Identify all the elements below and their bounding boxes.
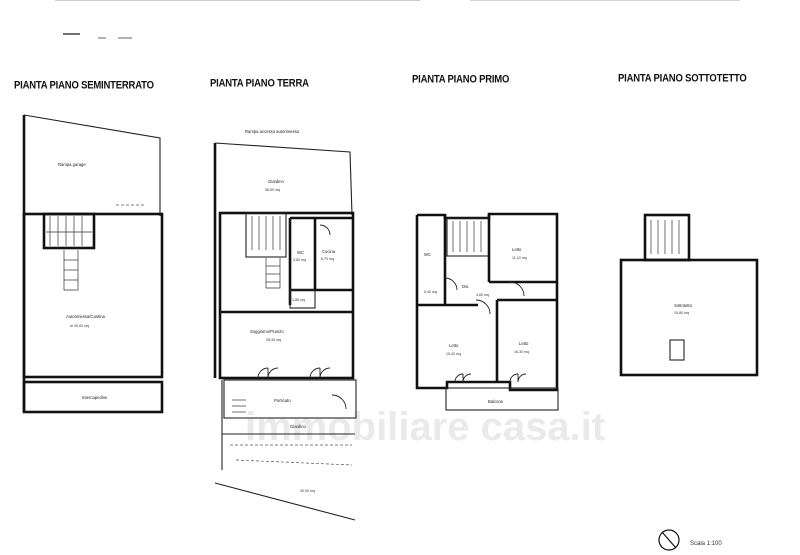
- plan-attic: Sottotetto 15,80 mq: [619, 213, 759, 377]
- watermark: immobiliare casa.it: [245, 405, 605, 449]
- room-label: WC: [297, 250, 304, 255]
- room-area: 11,10 mq: [512, 256, 527, 260]
- room-label: WC: [424, 252, 431, 257]
- room-area: 5,40 mq: [424, 290, 437, 294]
- room-label: Letto: [449, 343, 459, 348]
- room-label: Porticato: [274, 398, 291, 403]
- room-label: Dis.: [462, 284, 469, 289]
- plan-ground-floor: Rampa accesso autorimessa Giardino 38,50…: [213, 129, 357, 521]
- room-area: 15,40 mq: [446, 352, 461, 356]
- room-label: Rampa garage: [58, 162, 86, 167]
- plan-title-basement: PIANTA PIANO SEMINTERRATO: [14, 79, 154, 92]
- room-label: Letto: [519, 341, 529, 346]
- room-area: 30,00 mq: [300, 489, 315, 493]
- room-label: Autorimessa/Cantina: [66, 314, 106, 319]
- room-label: Cucina: [322, 249, 336, 254]
- scale-label: Scala 1:100: [690, 541, 722, 547]
- room-area: m 49,00 mq: [70, 324, 89, 328]
- scale-bar: Scala 1:100: [690, 541, 722, 547]
- room-label: Giardino: [268, 179, 284, 184]
- room-label: Sottotetto: [674, 303, 693, 308]
- plan-title-first-floor: PIANTA PIANO PRIMO: [412, 73, 510, 86]
- room-label: Rampa accesso autorimessa: [245, 129, 300, 134]
- room-area: 6,70 mq: [321, 257, 334, 261]
- room-area: 38,50 mq: [265, 188, 280, 192]
- room-area: 3,80 mq: [293, 258, 306, 262]
- room-area: 1,85 mq: [292, 298, 305, 302]
- room-label: Intercapedine: [82, 395, 108, 400]
- room-label: Soggiorno/Pranzo: [250, 329, 284, 334]
- room-area: 16,30 mq: [514, 350, 529, 354]
- plan-first-floor: Balcone WC 5,40 mq: [415, 212, 559, 411]
- room-area: 15,80 mq: [674, 311, 689, 315]
- room-label: Giardino: [290, 424, 306, 429]
- plan-title-attic: PIANTA PIANO SOTTOTETTO: [618, 72, 747, 85]
- plan-title-ground-floor: PIANTA PIANO TERRA: [210, 77, 309, 90]
- room-label: Balcone: [488, 399, 504, 404]
- room-area: 28,45 mq: [266, 338, 281, 342]
- north-arrow-icon: [658, 529, 680, 551]
- plan-basement: Rampa garage Autorimessa/Cantina m 49,00…: [22, 114, 164, 414]
- scan-artifacts: [55, 0, 740, 39]
- room-label: Letto: [512, 247, 522, 252]
- room-area: 4,60 mq: [476, 293, 489, 297]
